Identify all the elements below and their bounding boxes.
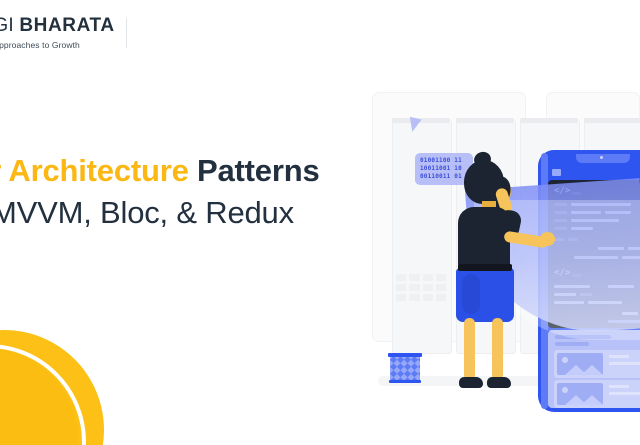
brand-name-bold: BHARATA <box>19 15 115 36</box>
preview-header-bar <box>555 342 589 346</box>
bin-rim <box>388 353 422 357</box>
shelf-top-bar <box>392 118 450 123</box>
shelf-top-bar <box>520 118 578 123</box>
character-shoe-right <box>487 377 511 388</box>
character-hand <box>540 232 555 246</box>
mountain-icon <box>581 395 603 405</box>
mountain-icon <box>565 395 587 405</box>
header-divider <box>126 18 127 48</box>
mountain-icon <box>581 365 603 375</box>
preview-card <box>554 380 640 408</box>
brand-name: DIGI BHARATA <box>0 16 134 35</box>
app-ui-preview-screen <box>548 330 640 408</box>
shelf-top-bar <box>456 118 514 123</box>
keypad-grid-left <box>396 274 446 301</box>
preview-card <box>554 350 640 378</box>
mountain-icon <box>565 365 587 375</box>
binary-line-2: 10011001 10 <box>420 165 462 172</box>
brand-name-light: DIGI <box>0 15 14 36</box>
headline-line-2: C, MVVM, Bloc, & Redux <box>0 194 294 230</box>
developer-character <box>442 146 555 388</box>
character-shoe-left <box>459 377 483 388</box>
card-text-line <box>609 355 629 358</box>
character-leg-right <box>492 318 503 380</box>
bin-mesh <box>390 356 420 382</box>
yellow-circle-decoration <box>0 330 114 445</box>
card-text-line <box>609 385 629 388</box>
binary-line-3: 00110011 01 <box>420 173 462 180</box>
hero-illustration: 01001100 11 10011001 10 00110011 01 </> <box>370 88 640 445</box>
headline-block: tter Architecture Patterns C, MVVM, Bloc… <box>0 150 422 234</box>
shelf-top-bar <box>584 118 640 123</box>
headline-line-1: tter Architecture Patterns <box>0 150 422 192</box>
sun-icon <box>562 387 568 393</box>
character-belt <box>458 264 512 271</box>
skirt-shading <box>462 274 480 314</box>
trash-bin-icon <box>388 352 422 384</box>
phone-notch <box>576 154 630 163</box>
sun-icon <box>562 357 568 363</box>
bin-body <box>390 356 420 382</box>
binary-line-1: 01001100 11 <box>420 157 462 164</box>
card-image-placeholder <box>557 383 603 405</box>
card-text-line <box>609 362 640 365</box>
speech-bubble: 01001100 11 10011001 10 00110011 01 <box>415 153 473 185</box>
bin-base <box>389 380 421 383</box>
status-icon-left <box>552 169 561 176</box>
headline-line-1-rest: Patterns <box>188 153 320 188</box>
card-image-placeholder <box>557 353 603 375</box>
phone-camera-dot <box>600 156 603 159</box>
headline-accent-text: tter Architecture <box>0 153 189 188</box>
preview-header-bar <box>555 335 611 339</box>
card-text-line <box>609 392 640 395</box>
character-leg-left <box>464 318 475 380</box>
phone-status-bar <box>552 168 640 177</box>
